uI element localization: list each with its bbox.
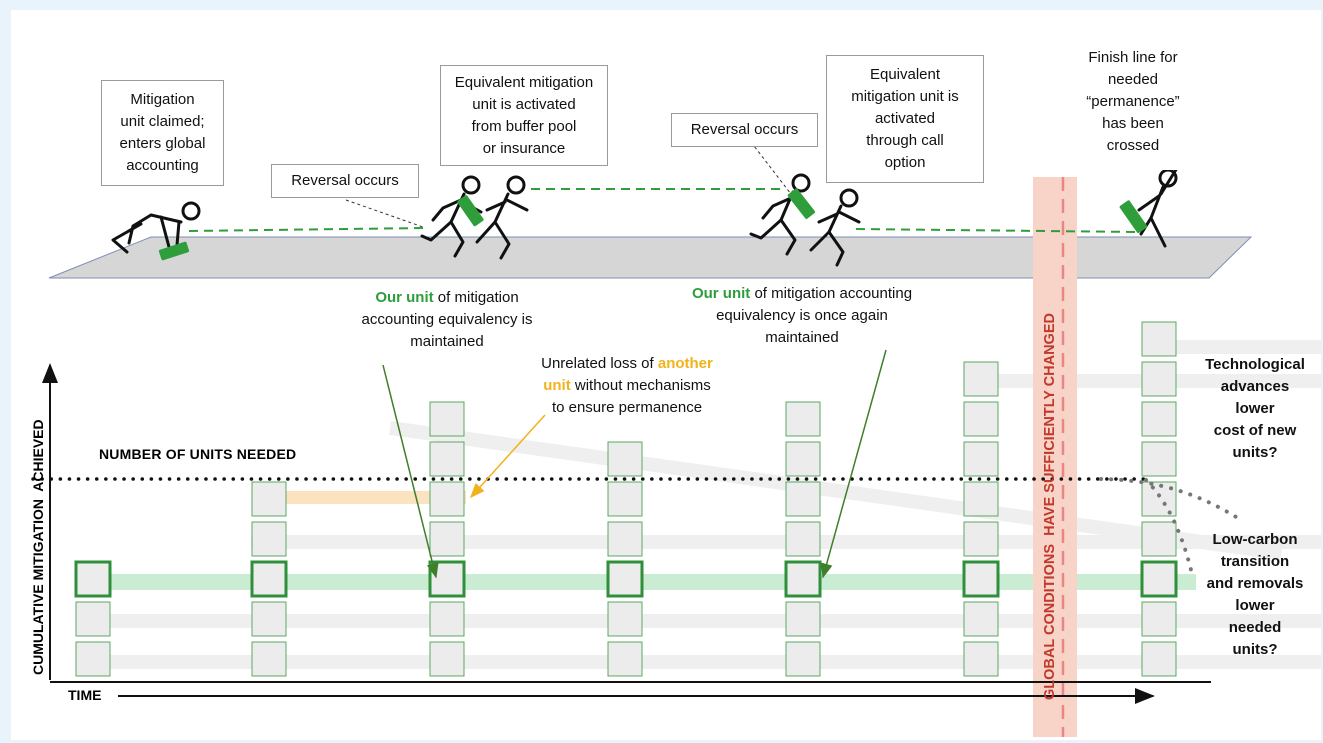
callout-reversal-1: Reversal occurs xyxy=(271,164,419,198)
unit-box xyxy=(785,601,821,637)
our-unit-box xyxy=(962,560,1000,598)
callout-call-option: Equivalent mitigation unit is activated … xyxy=(826,55,984,183)
unit-box xyxy=(963,401,999,437)
unit-box xyxy=(785,401,821,437)
unit-box xyxy=(251,521,287,557)
our-unit-text-1: of mitigation accounting equivalency is … xyxy=(361,289,533,350)
unit-stacks xyxy=(74,321,1178,677)
unit-box xyxy=(429,401,465,437)
y-axis-label: CUMULATIVE MITIGATION ACHIEVED xyxy=(30,419,46,675)
unit-box xyxy=(607,481,643,517)
caption-another-unit: Unrelated loss of another unit without m… xyxy=(511,353,743,419)
our-unit-box xyxy=(428,560,466,598)
unit-box xyxy=(75,641,111,677)
unit-box xyxy=(1141,601,1177,637)
unit-box xyxy=(1141,521,1177,557)
unit-box xyxy=(963,441,999,477)
our-unit-box xyxy=(74,560,112,598)
unit-box xyxy=(251,601,287,637)
callout-claimed: Mitigation unit claimed; enters global a… xyxy=(101,80,224,186)
diagram-graphics xyxy=(31,141,1321,737)
unit-box xyxy=(785,441,821,477)
caption-our-unit-2: Our unit of mitigation accounting equiva… xyxy=(651,283,953,349)
diagram-canvas: Mitigation unit claimed; enters global a… xyxy=(11,10,1321,740)
unit-box xyxy=(1141,641,1177,677)
our-unit-box xyxy=(1140,560,1178,598)
arrow-another-unit xyxy=(469,414,546,499)
another-unit-pre: Unrelated loss of xyxy=(541,355,658,372)
reversal1-leader xyxy=(345,199,424,228)
callout-finish: Finish line for needed “permanence” has … xyxy=(1064,34,1202,170)
unit-box xyxy=(607,601,643,637)
unit-box xyxy=(429,521,465,557)
unit-box xyxy=(963,481,999,517)
unit-box xyxy=(429,481,465,517)
x-axis-label: TIME xyxy=(68,687,102,703)
threshold-line-grey-extension xyxy=(1099,477,1243,522)
threshold-line-grey-drop xyxy=(1144,478,1193,572)
race-track xyxy=(48,236,1253,279)
unit-box xyxy=(607,641,643,677)
another-unit-highlight: another unit xyxy=(543,355,713,394)
unit-box xyxy=(1141,361,1177,397)
global-conditions-label: GLOBAL CONDITIONS HAVE SUFFICIENTLY CHAN… xyxy=(1042,313,1058,700)
tech-question: Technological advances lower cost of new… xyxy=(1205,356,1305,461)
our-unit-highlight-2: Our unit xyxy=(691,285,751,302)
unit-box xyxy=(429,641,465,677)
unit-box xyxy=(251,641,287,677)
unit-box xyxy=(785,521,821,557)
global-conditions-band xyxy=(1033,177,1077,737)
unit-box xyxy=(963,521,999,557)
arrow-our-unit-2 xyxy=(820,349,887,579)
runners-pair-2-icon xyxy=(749,173,861,267)
unit-box xyxy=(75,601,111,637)
our-unit-box xyxy=(250,560,288,598)
callout-reversal-2: Reversal occurs xyxy=(671,113,818,147)
lowcarbon-question: Low-carbon transition and removals lower… xyxy=(1206,531,1304,658)
another-unit-rest: without mechanisms to ensure permanence xyxy=(551,377,711,416)
crouching-runner-icon xyxy=(111,201,201,261)
our-unit-highlight-1: Our unit xyxy=(375,289,434,306)
unit-box xyxy=(963,361,999,397)
relay-dashed-lines xyxy=(188,188,1140,233)
unit-box xyxy=(963,601,999,637)
caption-our-unit-1: Our unit of mitigation accounting equiva… xyxy=(331,287,563,353)
unit-box xyxy=(429,441,465,477)
arrow-our-unit-1 xyxy=(382,364,439,579)
unit-box xyxy=(1141,441,1177,477)
unit-box xyxy=(1141,321,1177,357)
runners-pair-1-icon xyxy=(420,175,529,260)
another-unit-band xyxy=(286,491,466,504)
callout-buffer: Equivalent mitigation unit is activated … xyxy=(440,65,608,166)
unit-box xyxy=(1141,401,1177,437)
finish-runner-icon xyxy=(1119,166,1179,248)
unit-box xyxy=(607,521,643,557)
unit-box xyxy=(785,641,821,677)
unit-box xyxy=(429,601,465,637)
unit-box xyxy=(963,641,999,677)
threshold-label: NUMBER OF UNITS NEEDED xyxy=(99,446,297,462)
our-unit-box xyxy=(784,560,822,598)
unit-box xyxy=(251,481,287,517)
our-unit-box xyxy=(606,560,644,598)
unit-box xyxy=(785,481,821,517)
our-unit-text-2: of mitigation accounting equivalency is … xyxy=(716,285,913,346)
unit-box xyxy=(607,441,643,477)
